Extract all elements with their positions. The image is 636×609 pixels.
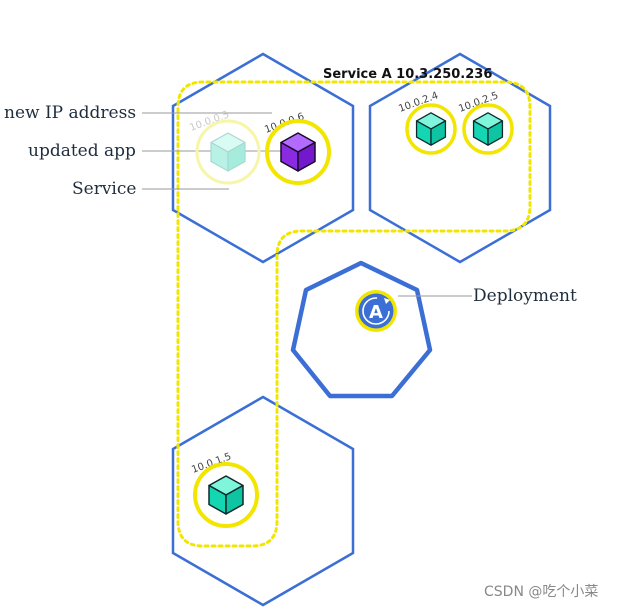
service-boundary xyxy=(176,80,532,548)
cube-icon-teal xyxy=(208,475,244,515)
pod-updated: 10.0.0.6 xyxy=(263,111,331,185)
deployment-heptagon xyxy=(290,260,433,399)
node-1-hexagon xyxy=(171,52,355,264)
watermark: CSDN @吃个小菜 xyxy=(484,584,598,600)
label-service: Service xyxy=(72,179,136,199)
svg-text:A: A xyxy=(369,302,383,323)
label-new-ip-address: new IP address xyxy=(4,103,136,123)
pod-node2-b: 10.0.2.5 xyxy=(457,90,514,155)
service-title: Service A 10.3.250.236 xyxy=(323,67,492,82)
deployment-icon: A xyxy=(355,290,397,332)
cube-icon-faded xyxy=(210,132,246,172)
label-deployment: Deployment xyxy=(473,286,577,306)
cube-icon-purple xyxy=(280,132,316,172)
pod-node2-a: 10.0.2.4 xyxy=(397,90,457,155)
svg-text:10.0.2.4: 10.0.2.4 xyxy=(397,90,440,114)
svg-text:10.0.2.5: 10.0.2.5 xyxy=(457,90,500,114)
pod-old-faded: 10.0.0.5 xyxy=(188,109,261,185)
pod-node3: 10.0.1.5 xyxy=(190,451,259,528)
label-updated-app: updated app xyxy=(28,141,136,161)
node-3-hexagon xyxy=(171,395,355,607)
cube-icon-teal xyxy=(415,112,447,146)
cube-icon-teal xyxy=(472,112,504,146)
node-2-hexagon xyxy=(368,52,552,264)
